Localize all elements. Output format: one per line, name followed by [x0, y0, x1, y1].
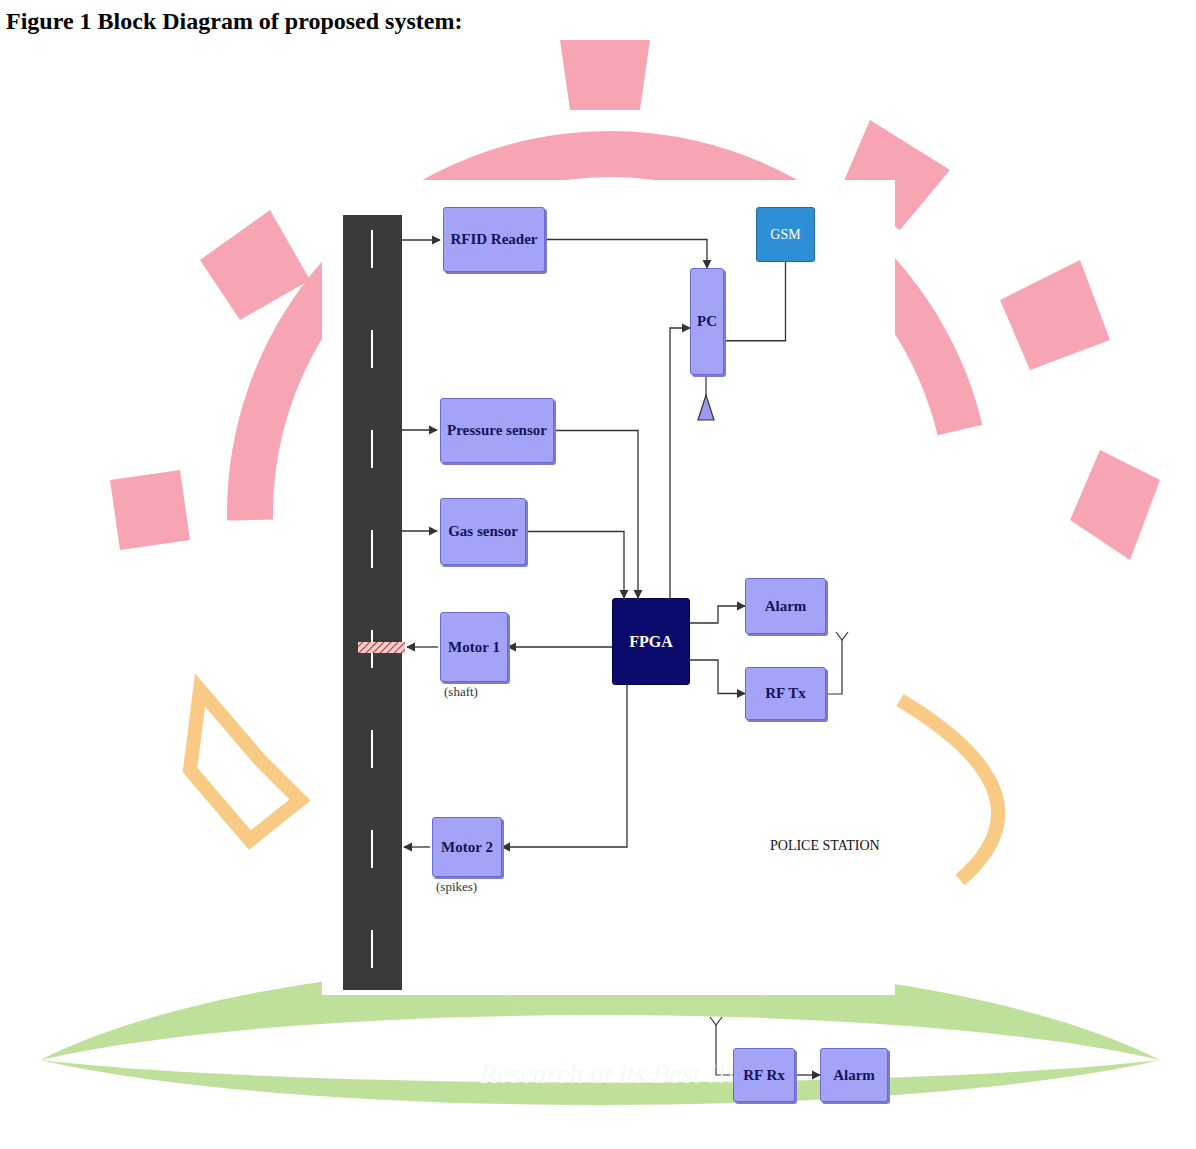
watermark-text: Research at its Best !!! [480, 1058, 736, 1090]
signal-connector [508, 646, 612, 647]
signal-connector [670, 328, 690, 598]
block-box: GSM [756, 207, 815, 262]
shaft-barrier [358, 642, 405, 653]
block-box: Motor 1 [440, 612, 508, 682]
block-node: GSM [756, 207, 815, 262]
block-label: Alarm [765, 598, 807, 615]
block-box: PC [690, 268, 724, 375]
watermark-logo [40, 40, 1160, 1105]
block-caption: (spikes) [436, 879, 477, 895]
block-label: Gas sensor [448, 523, 518, 540]
signal-connector [690, 660, 745, 694]
block-box: RFID Reader [443, 207, 545, 272]
block-label: Motor 1 [448, 639, 500, 656]
block-label: PC [697, 313, 717, 330]
block-box: Alarm [820, 1048, 888, 1102]
figure-title: Figure 1 Block Diagram of proposed syste… [6, 8, 462, 35]
block-box: Motor 2 [432, 817, 502, 877]
signal-connector [545, 240, 707, 269]
block-box: RF Tx [745, 667, 826, 720]
block-node: Pressure sensor [440, 398, 554, 463]
signal-connector [724, 262, 786, 341]
signal-connector [554, 431, 638, 599]
block-caption: (shaft) [444, 684, 478, 700]
block-label: RFID Reader [450, 231, 537, 248]
block-node: Alarm [820, 1048, 888, 1102]
block-node: RFID Reader [443, 207, 545, 272]
block-node: Gas sensor [440, 498, 526, 565]
block-node: Motor 1(shaft) [440, 612, 508, 682]
block-label: RF Rx [743, 1067, 785, 1084]
signal-connector [690, 606, 745, 623]
block-node: Alarm [745, 578, 826, 634]
block-label: Alarm [833, 1067, 875, 1084]
antenna-symbols [698, 376, 848, 1075]
block-label: FPGA [629, 633, 673, 651]
block-label: Motor 2 [441, 839, 493, 856]
block-node: RF Rx [733, 1048, 795, 1102]
block-node: FPGA [612, 598, 690, 685]
block-box: RF Rx [733, 1048, 795, 1102]
block-node: Motor 2(spikes) [432, 817, 502, 877]
signal-connector [795, 1074, 820, 1075]
block-label: RF Tx [765, 685, 805, 702]
block-node: PC [690, 268, 724, 375]
block-box: Pressure sensor [440, 398, 554, 463]
picture-frame [322, 180, 895, 995]
road [343, 215, 405, 990]
block-box: Alarm [745, 578, 826, 634]
block-box: FPGA [612, 598, 690, 685]
block-label: Pressure sensor [447, 422, 547, 439]
signal-connector [526, 532, 624, 599]
block-node: RF Tx [745, 667, 826, 720]
station-label: POLICE STATION [770, 838, 880, 854]
block-box: Gas sensor [440, 498, 526, 565]
signal-connector [502, 685, 627, 847]
road-wires [402, 240, 440, 847]
block-label: GSM [770, 227, 800, 243]
